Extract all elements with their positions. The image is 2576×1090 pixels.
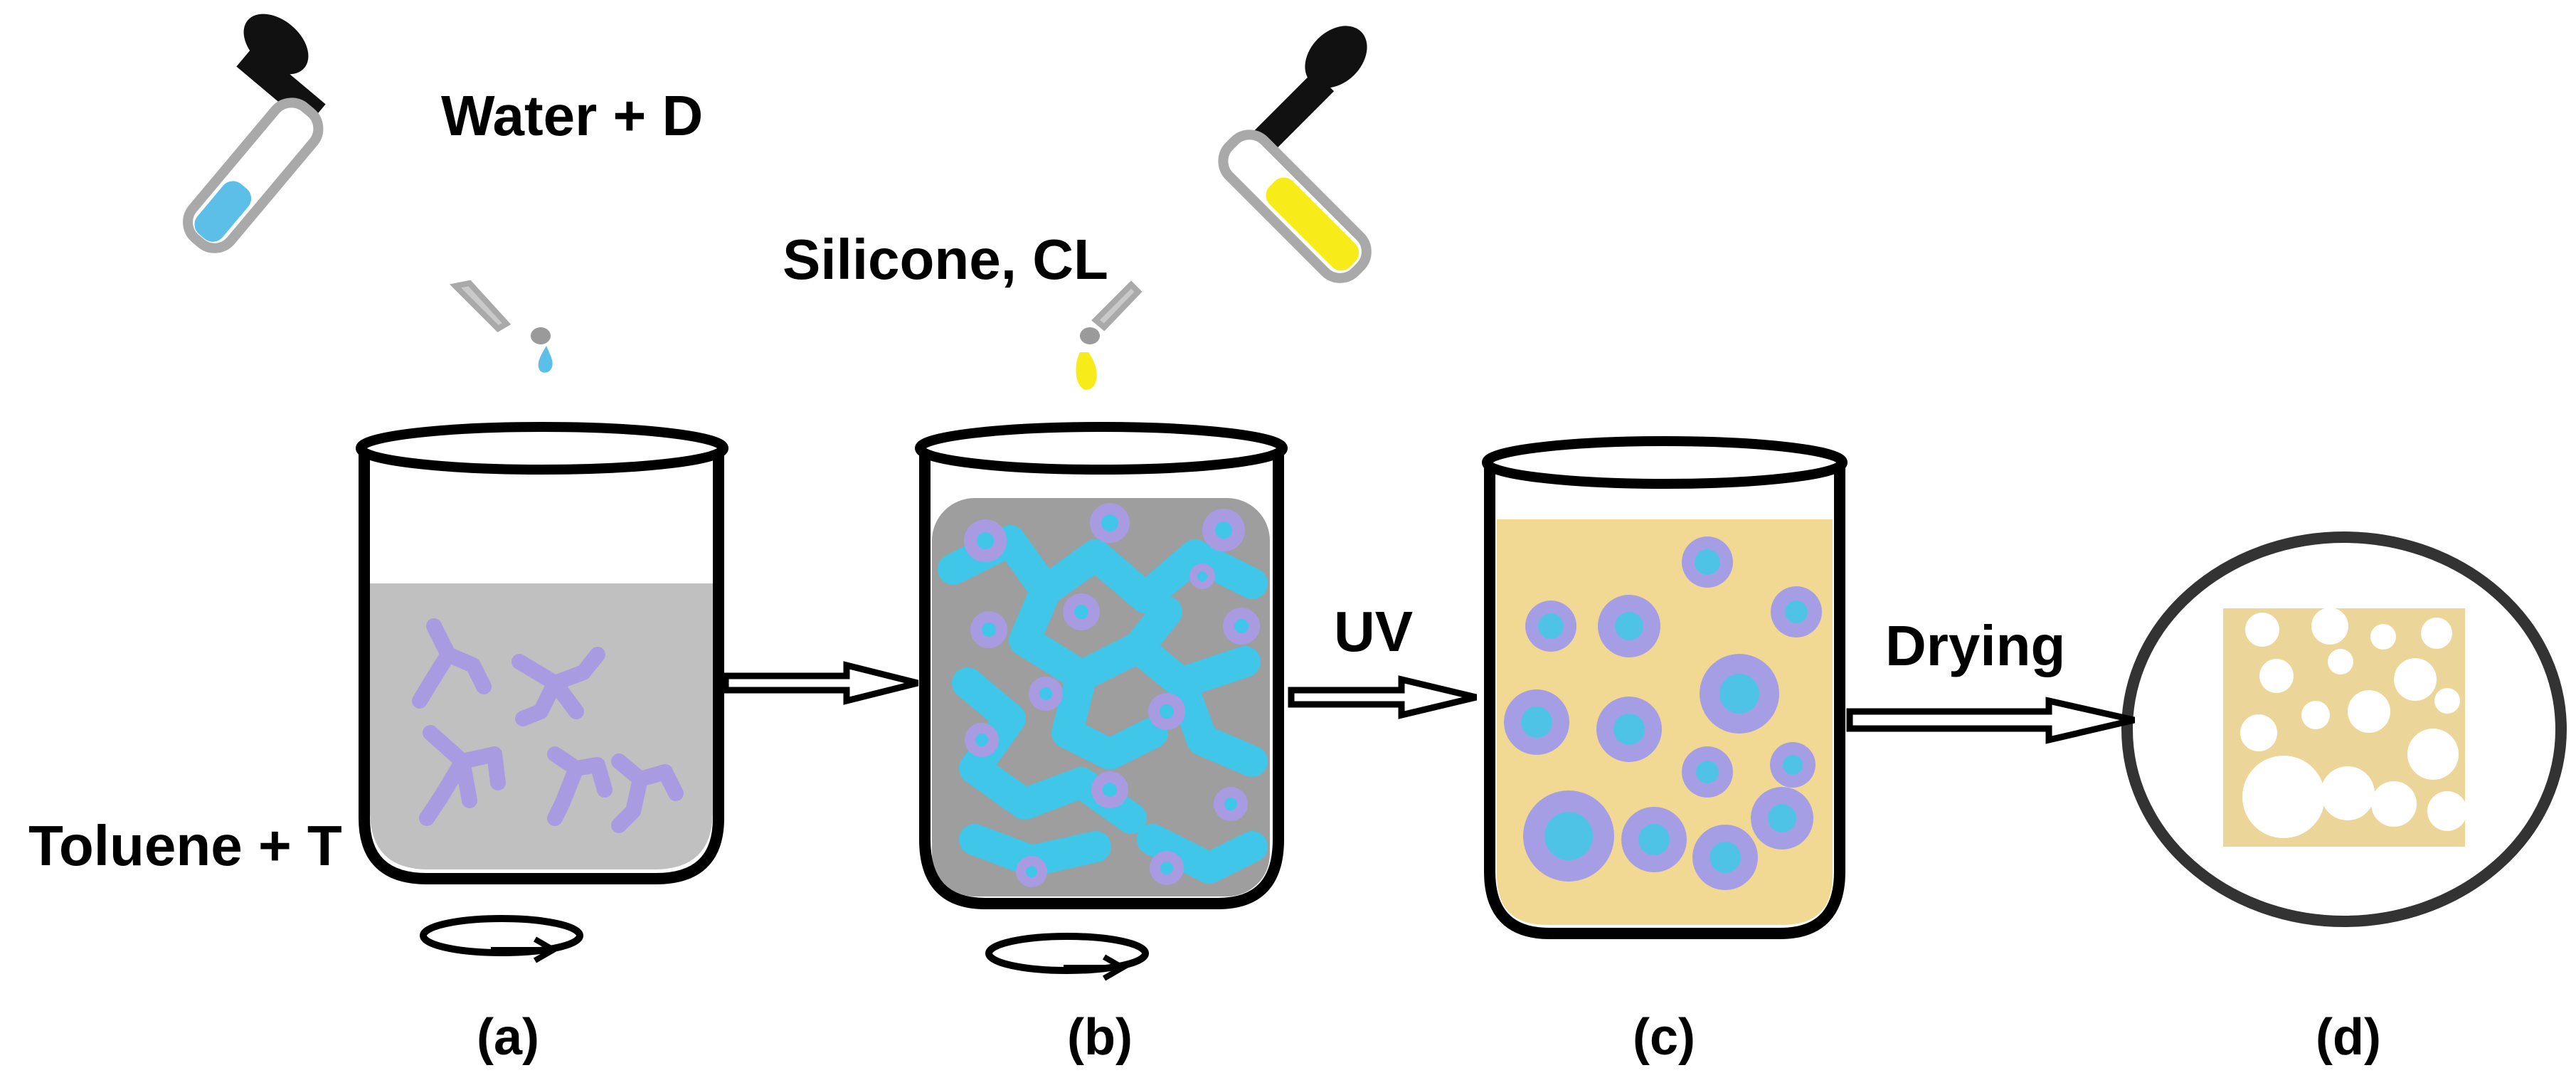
beaker-b — [915, 422, 1288, 981]
porous-solid-panel — [2121, 531, 2567, 927]
toluene-t-label: Toluene + T — [28, 814, 342, 877]
panel-label-c: (c) — [1633, 1009, 1695, 1066]
water-fill — [194, 181, 252, 242]
silicone-cl-label: Silicone, CL — [783, 228, 1108, 291]
panel-label-b: (b) — [1067, 1009, 1133, 1066]
water-drop — [538, 346, 553, 373]
pores — [2240, 608, 2467, 838]
uv-label: UV — [1334, 600, 1413, 663]
beaker-c — [1482, 436, 1848, 939]
water-dropper — [183, 14, 553, 373]
arrow-c-to-d — [1846, 697, 2136, 744]
emulsion-droplets — [964, 503, 1260, 887]
toluene-liquid — [370, 583, 713, 869]
arrows — [722, 661, 2136, 744]
water-d-label: Water + D — [441, 84, 703, 147]
arrow-a-to-b — [722, 661, 919, 705]
surfactant-molecules — [412, 618, 684, 833]
drying-label: Drying — [1885, 614, 2065, 677]
silicone-drop — [1076, 352, 1097, 390]
beaker-a — [356, 422, 728, 963]
silicone-dropper — [1076, 26, 1372, 390]
arrow-b-to-c — [1288, 675, 1478, 719]
panel-label-d: (d) — [2316, 1009, 2381, 1066]
panel-label-a: (a) — [477, 1009, 539, 1066]
silicone-fill — [1266, 177, 1359, 271]
cured-droplets — [1504, 536, 1822, 890]
